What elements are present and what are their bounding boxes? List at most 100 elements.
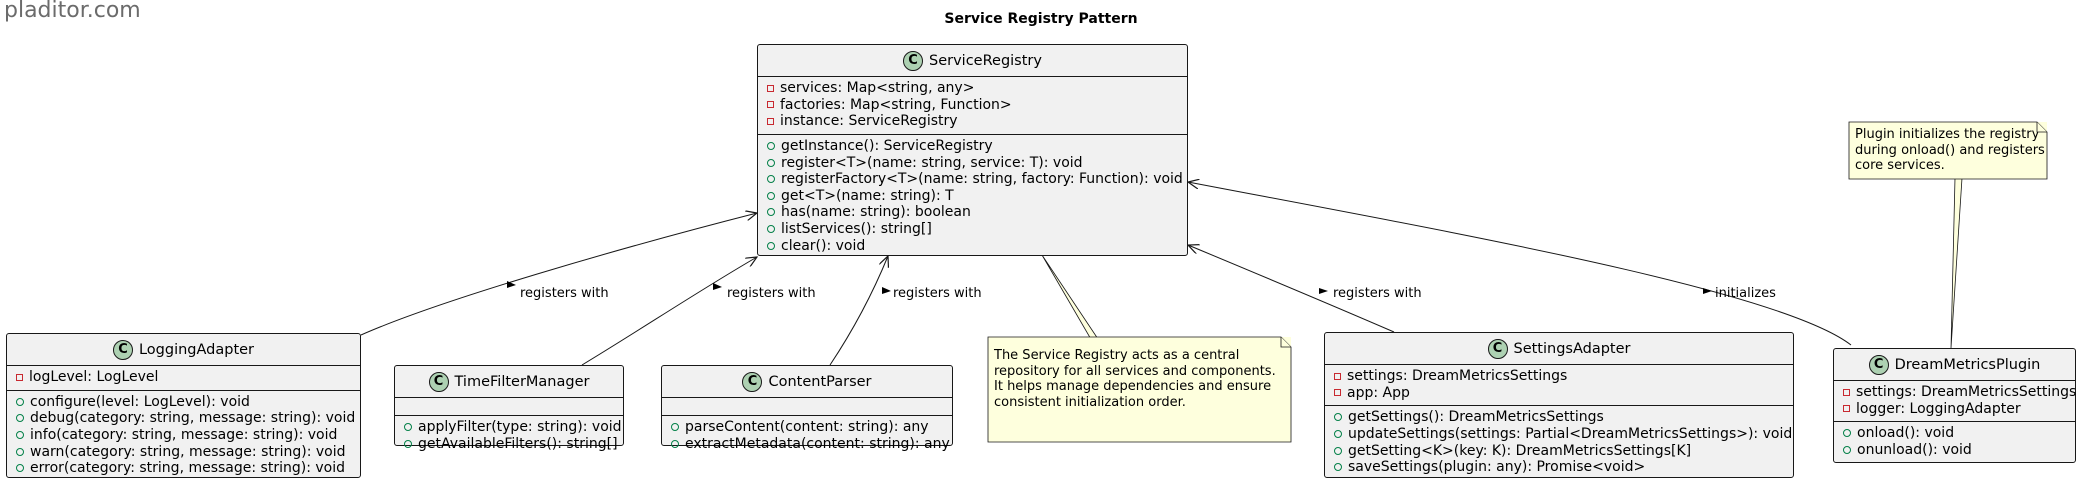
edge-content-to-registry	[829, 256, 888, 366]
note-service-registry: The Service Registry acts as a central r…	[988, 337, 1291, 442]
public-marker	[767, 142, 775, 151]
methods-section: onload(): void onunload(): void	[1834, 422, 2075, 462]
class-dream-metrics-plugin[interactable]: C DreamMetricsPlugin settings: DreamMetri…	[1833, 348, 2076, 463]
edge-arrowhead-content	[882, 287, 891, 294]
attribute-row: settings: DreamMetricsSettings	[1834, 384, 2076, 401]
public-marker	[16, 414, 24, 423]
public-marker	[16, 397, 24, 406]
class-name: SettingsAdapter	[1513, 340, 1631, 357]
public-marker	[767, 241, 775, 250]
method-row: onload(): void	[1834, 425, 2075, 442]
private-marker	[767, 117, 774, 125]
class-content-parser[interactable]: C ContentParser parseContent(content: str…	[661, 365, 953, 452]
method-row: parseContent(content: string): any	[662, 419, 952, 436]
public-marker	[767, 208, 775, 217]
edge-label-logging: registers with	[520, 286, 609, 301]
class-icon: C	[742, 371, 763, 392]
public-marker	[1843, 446, 1851, 455]
class-name: LoggingAdapter	[138, 341, 255, 358]
private-marker	[767, 101, 774, 109]
method-row: getInstance(): ServiceRegistry	[758, 138, 1187, 155]
note-line: core services.	[1855, 158, 1945, 174]
private-marker	[1843, 388, 1850, 396]
method-row: clear(): void	[758, 237, 1187, 254]
note-plugin: Plugin initializes the registry during o…	[1849, 122, 2047, 179]
methods-section: getInstance(): ServiceRegistry register<…	[758, 135, 1187, 258]
edge-arrowhead-logging	[507, 281, 516, 288]
attribute-row: logger: LoggingAdapter	[1834, 401, 2075, 418]
note-line: repository for all services and componen…	[994, 363, 1276, 379]
public-marker	[1334, 430, 1342, 439]
method-row: extractMetadata(content: string): any	[662, 436, 952, 453]
private-marker	[16, 373, 23, 381]
public-marker	[16, 464, 24, 473]
public-marker	[16, 447, 24, 456]
edge-arrowhead-settings	[1319, 288, 1328, 294]
edge-logging-to-registry	[360, 213, 757, 336]
edge-label-settings: registers with	[1333, 286, 1422, 301]
public-marker	[1334, 446, 1342, 455]
class-name: ContentParser	[768, 373, 872, 390]
method-row: has(name: string): boolean	[758, 204, 1187, 221]
methods-section: applyFilter(type: string): void getAvail…	[395, 416, 623, 456]
private-marker	[1843, 405, 1850, 413]
attributes-section: logLevel: LogLevel	[7, 366, 360, 391]
edge-timefilter-to-registry	[581, 257, 757, 366]
edge-label-time-filter: registers with	[727, 286, 816, 301]
note-line: consistent initialization order.	[994, 394, 1186, 410]
public-marker	[671, 439, 679, 448]
class-logging-adapter[interactable]: C LoggingAdapter logLevel: LogLevel confi…	[6, 333, 361, 478]
method-row: debug(category: string, message: string)…	[7, 410, 360, 427]
attributes-section: services: Map<string, any> factories: Ma…	[758, 77, 1187, 135]
method-row: getAvailableFilters(): string[]	[395, 436, 623, 453]
methods-section: configure(level: LogLevel): void debug(c…	[7, 391, 360, 481]
public-marker	[1334, 463, 1342, 472]
attributes-section	[662, 398, 952, 416]
method-row: applyFilter(type: string): void	[395, 419, 623, 436]
edge-label-content: registers with	[893, 286, 982, 301]
public-marker	[1843, 429, 1851, 438]
attributes-section	[395, 398, 623, 416]
method-row: warn(category: string, message: string):…	[7, 443, 360, 460]
method-row: configure(level: LogLevel): void	[7, 394, 360, 411]
method-row: info(category: string, message: string):…	[7, 427, 360, 444]
note-line: It helps manage dependencies and ensure	[994, 379, 1272, 395]
class-name: TimeFilterManager	[454, 373, 590, 390]
attribute-row: app: App	[1325, 385, 1793, 402]
private-marker	[1334, 389, 1341, 397]
methods-section: parseContent(content: string): any extra…	[662, 416, 952, 456]
note-connector-plugin	[1950, 177, 1963, 349]
class-name: DreamMetricsPlugin	[1894, 356, 2041, 373]
public-marker	[16, 431, 24, 440]
attributes-section: settings: DreamMetricsSettings app: App	[1325, 365, 1793, 407]
attribute-row: instance: ServiceRegistry	[758, 113, 1187, 130]
private-marker	[1334, 372, 1341, 380]
public-marker	[1334, 413, 1342, 422]
methods-section: getSettings(): DreamMetricsSettings upda…	[1325, 406, 1793, 479]
method-row: getSettings(): DreamMetricsSettings	[1325, 409, 1793, 426]
class-icon: C	[1868, 354, 1889, 375]
edge-settings-to-registry	[1188, 245, 1395, 333]
method-row: error(category: string, message: string)…	[7, 460, 360, 477]
attribute-row: services: Map<string, any>	[758, 80, 1187, 97]
attribute-row: logLevel: LogLevel	[7, 369, 360, 386]
note-line: Plugin initializes the registry	[1855, 127, 2040, 142]
edge-arrowhead-timefilter	[713, 283, 722, 290]
public-marker	[671, 423, 679, 432]
attributes-section: settings: DreamMetricsSettings logger: L…	[1834, 381, 2076, 423]
public-marker	[767, 158, 775, 167]
method-row: registerFactory<T>(name: string, factory…	[758, 171, 1187, 188]
diagram-title: Service Registry Pattern	[944, 11, 1138, 27]
watermark: pladitor.com	[4, 0, 141, 23]
attribute-row: factories: Map<string, Function>	[758, 97, 1187, 114]
edge-plugin-to-registry	[1188, 182, 1852, 346]
class-icon: C	[112, 339, 133, 360]
attribute-row: settings: DreamMetricsSettings	[1325, 368, 1793, 385]
method-row: updateSettings(settings: Partial<DreamMe…	[1325, 426, 1793, 443]
method-row: getSetting<K>(key: K): DreamMetricsSetti…	[1325, 442, 1793, 459]
note-line: during onload() and registers	[1855, 142, 2045, 158]
note-line: The Service Registry acts as a central	[994, 348, 1240, 363]
